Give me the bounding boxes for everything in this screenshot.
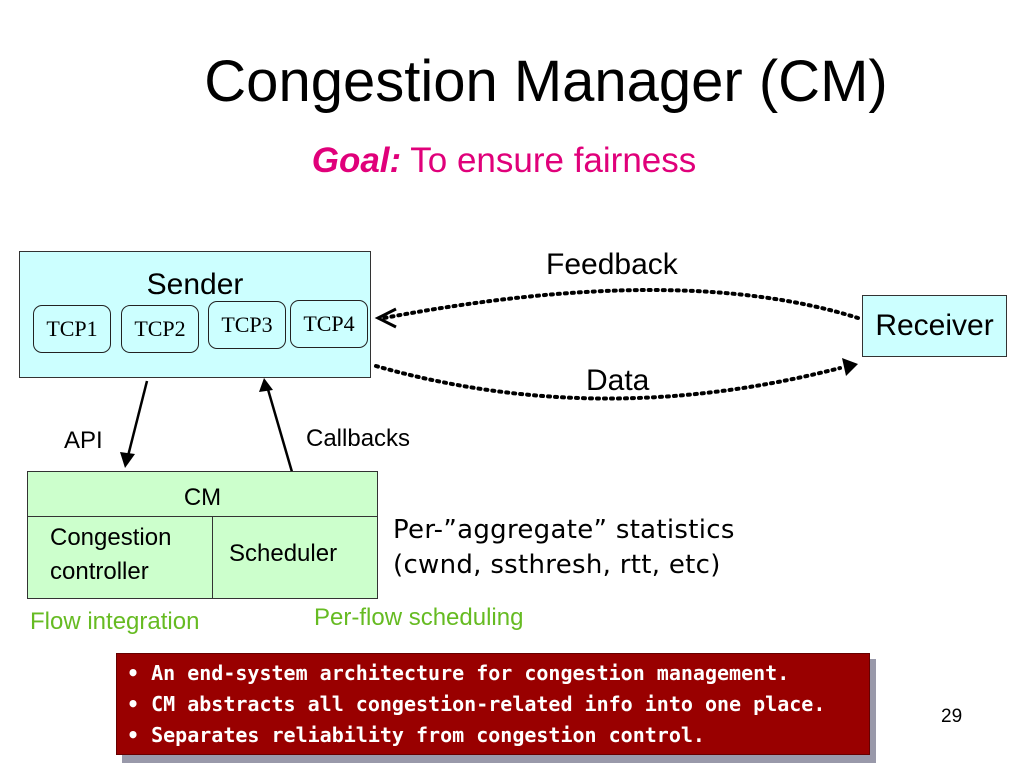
receiver-box: Receiver — [862, 295, 1007, 357]
stats-label: Per-”aggregate” statistics (cwnd, ssthre… — [393, 513, 735, 583]
goal-text: To ensure fairness — [410, 141, 697, 180]
goal-line: Goal: To ensure fairness — [0, 141, 1008, 181]
tcp2-box: TCP2 — [121, 305, 199, 353]
per-flow-scheduling-label: Per-flow scheduling — [314, 604, 524, 631]
goal-label: Goal: — [311, 141, 402, 180]
api-arrow-head — [120, 452, 135, 468]
congestion-controller-line1: Congestion — [50, 524, 172, 551]
callbacks-arrow — [265, 385, 294, 473]
data-arrow — [374, 364, 842, 401]
congestion-controller-label: Congestion controller — [50, 521, 171, 589]
bullet-2: • CM abstracts all congestion-related in… — [127, 692, 826, 716]
feedback-arrow-head — [374, 307, 397, 329]
stats-line2: (cwnd, ssthresh, rtt, etc) — [393, 550, 721, 580]
sender-label: Sender — [146, 268, 244, 301]
feedback-arrow — [382, 288, 860, 320]
feedback-label: Feedback — [546, 248, 678, 281]
callbacks-arrow-head — [259, 378, 273, 392]
scheduler-label: Scheduler — [229, 540, 338, 567]
data-arrow-head — [842, 358, 858, 376]
tcp4-box: TCP4 — [290, 300, 368, 348]
bullet-box: • An end-system architecture for congest… — [116, 653, 870, 755]
bullet-1: • An end-system architecture for congest… — [127, 661, 790, 685]
cm-divider-horizontal — [27, 516, 378, 517]
slide-title: Congestion Manager (CM) — [204, 49, 888, 114]
tcp3-box: TCP3 — [208, 301, 286, 349]
congestion-controller-line2: controller — [50, 558, 149, 585]
api-label: API — [64, 427, 103, 454]
callbacks-label: Callbacks — [306, 425, 411, 452]
cm-divider-vertical — [212, 516, 213, 599]
stats-line1: Per-”aggregate” statistics — [393, 515, 735, 545]
cm-label: CM — [183, 484, 222, 511]
api-arrow — [125, 380, 149, 461]
page-number: 29 — [941, 706, 963, 727]
cm-box — [27, 471, 378, 599]
flow-integration-label: Flow integration — [30, 608, 200, 635]
bullet-3: • Separates reliability from congestion … — [127, 723, 705, 747]
data-label: Data — [586, 364, 650, 397]
tcp1-box: TCP1 — [33, 305, 111, 353]
